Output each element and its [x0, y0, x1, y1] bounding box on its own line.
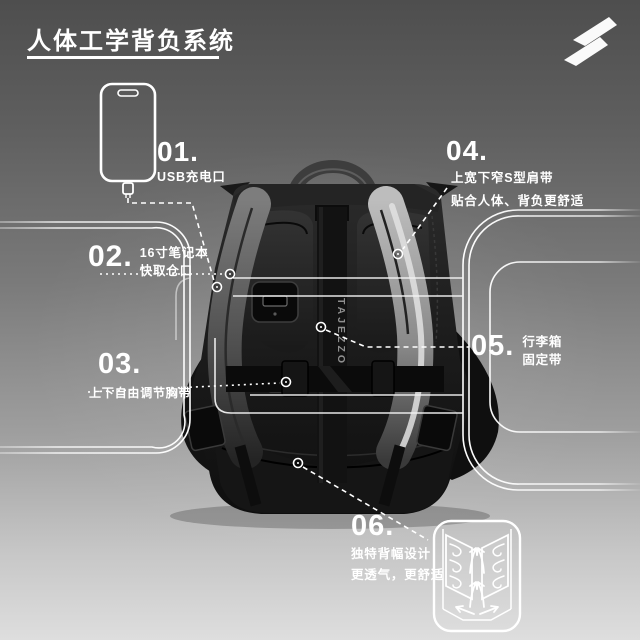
- breathable-back-panel-icon: [432, 519, 522, 633]
- feature-06-number: 06.: [351, 510, 395, 542]
- feature-05-number: 05.: [471, 330, 515, 362]
- feature-03-number: 03.: [98, 348, 142, 380]
- title-underline: [27, 56, 219, 59]
- feature-04-number: 04.: [446, 135, 488, 166]
- feature-04-label-1: 上宽下窄S型肩带: [451, 171, 554, 185]
- airflow-arrows: [455, 547, 499, 615]
- feature-05-label-1: 行李箱: [522, 335, 563, 349]
- feature-02-label-1: 16寸笔记本: [139, 246, 209, 260]
- feature-01: 01. USB充电口: [157, 138, 226, 187]
- feature-04-label-2: 贴合人体、背负更舒适: [451, 193, 585, 208]
- feature-01-label: USB充电口: [157, 170, 226, 184]
- decor-frame-lines: [0, 209, 640, 491]
- feature-02-label-2: 快取仓口: [139, 263, 193, 278]
- brand-strap-text: TAJEZZO: [335, 298, 347, 366]
- page-title: 人体工学背负系统: [27, 28, 235, 55]
- backpack: TAJEZZO: [170, 160, 499, 529]
- brand-z-logo-icon: [564, 17, 617, 66]
- feature-06-label-1: 独特背幅设计: [351, 547, 431, 561]
- feature-06: 06. 独特背幅设计 更透气，更舒适: [351, 512, 444, 584]
- feature-02: 02. 16寸笔记本 快取仓口: [88, 242, 208, 280]
- feature-03: 03. 上下自由调节胸带: [89, 350, 191, 402]
- feature-03-label: 上下自由调节胸带: [89, 386, 192, 400]
- feature-05-label-2: 固定带: [522, 352, 563, 367]
- feature-05: 05. 行李箱 固定带: [471, 332, 562, 369]
- feature-02-number: 02.: [88, 240, 133, 273]
- feature-06-label-2: 更透气，更舒适: [351, 567, 445, 582]
- feature-01-number: 01.: [157, 136, 199, 167]
- callout-leader-lines: [88, 188, 469, 540]
- usb-port: [251, 281, 299, 323]
- feature-04: 04. 上宽下窄S型肩带 贴合人体、背负更舒适: [446, 137, 584, 210]
- phone-usb-icon: [99, 82, 157, 198]
